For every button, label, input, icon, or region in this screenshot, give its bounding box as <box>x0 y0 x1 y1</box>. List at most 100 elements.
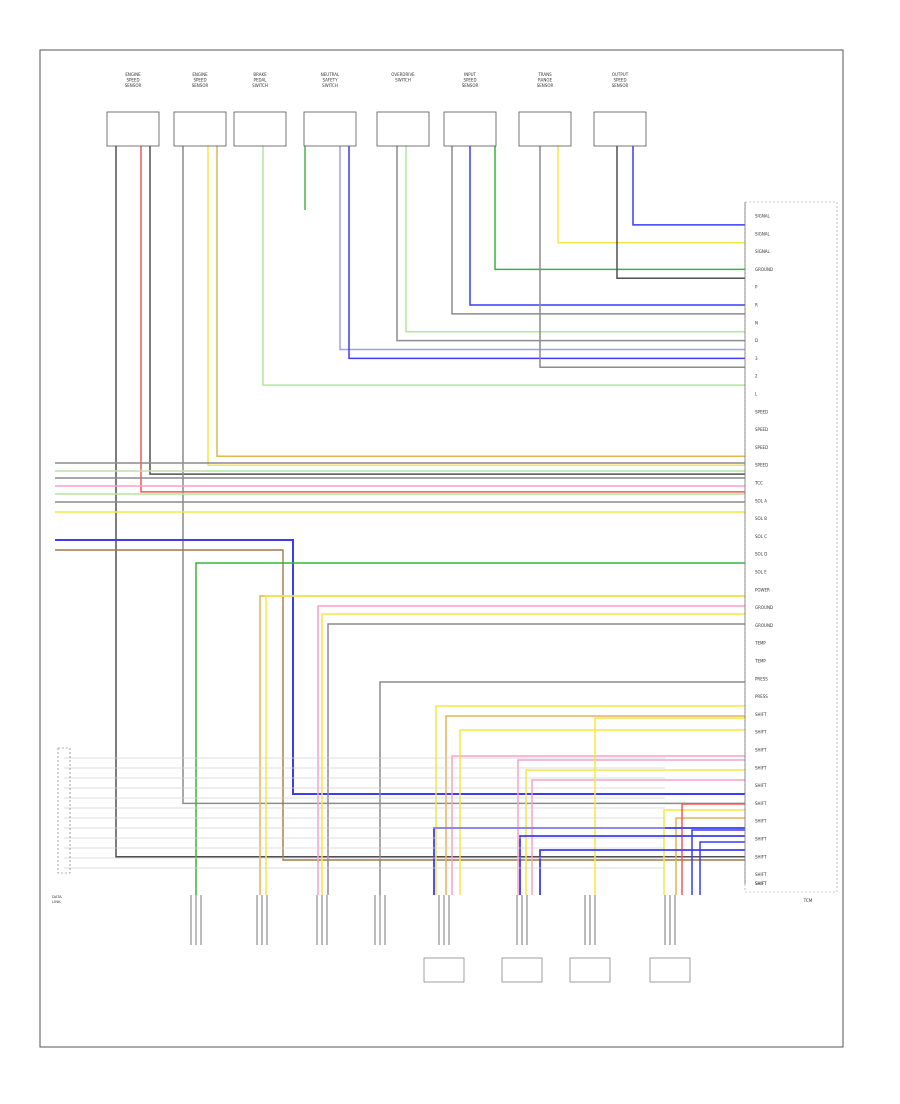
component-label: BRAKE <box>253 72 267 77</box>
tcm-label: TCM <box>803 898 813 903</box>
tcm-pin-label: SHIFT <box>755 765 767 770</box>
component-label: PEDAL <box>254 78 268 83</box>
tcm-pin-label: 3 <box>755 356 758 361</box>
tcm-pin-label: L <box>755 392 758 397</box>
wire-top-to-tcm <box>539 146 745 369</box>
wire-blue-long <box>55 539 745 795</box>
component-body <box>106 111 160 147</box>
wire-top-to-tcm <box>216 146 745 458</box>
tcm-pin-label: PRESS <box>755 694 768 699</box>
tcm-pin-label: SOL D <box>755 552 767 557</box>
wire-top-to-tcm <box>115 146 745 858</box>
component-label: SPEED <box>613 78 626 83</box>
wire-top-to-tcm <box>616 146 745 280</box>
wire-bottom-to-tcm <box>317 605 745 895</box>
tcm-pin-label: PRESS <box>755 676 768 681</box>
tcm-pin-label: POWER <box>755 587 770 592</box>
component-label: ENGINE <box>125 72 141 77</box>
tcm-pin-label: SOL C <box>755 534 767 539</box>
component-label: SENSOR <box>192 83 209 88</box>
tcm-pin-label: SHIFT <box>755 881 767 886</box>
tcm-pin-label: SOL E <box>755 570 767 575</box>
component-body <box>501 957 543 983</box>
wire-top-to-tcm <box>182 146 745 805</box>
tcm-pin-label: D <box>755 338 758 343</box>
wire-top-to-tcm <box>451 146 745 315</box>
wire-blue-sensor <box>519 835 745 895</box>
wire-top-to-tcm <box>339 146 745 351</box>
wire-bottom-to-tcm <box>691 829 745 895</box>
component-label: SWITCH <box>395 78 411 83</box>
wire-top-to-tcm <box>469 146 745 306</box>
component-label: NEUTRAL <box>321 72 340 77</box>
tcm-pin-label: R <box>755 303 758 308</box>
tcm-pin-label: SHIFT <box>755 712 767 717</box>
component-body <box>518 111 572 147</box>
tcm-pin-label: SPEED <box>755 427 768 432</box>
tcm-pin-label: GROUND <box>755 605 773 610</box>
component-label: INPUT <box>464 72 477 77</box>
tcm-pin-label: SHIFT <box>755 854 767 859</box>
tcm-pin-label: GROUND <box>755 623 773 628</box>
component-body <box>303 111 357 147</box>
component-label: TRANS <box>537 72 552 77</box>
component-label: OVERDRIVE <box>391 72 415 77</box>
component-body <box>593 111 647 147</box>
tcm-pin-label: SPEED <box>755 445 768 450</box>
wire-bottom-to-tcm <box>681 803 745 895</box>
component-label: SWITCH <box>322 83 338 88</box>
component-body <box>376 111 430 147</box>
tcm-pin-label: SHIFT <box>755 837 767 842</box>
wire-brown-long <box>55 549 745 861</box>
wire-bottom-to-tcm <box>675 817 745 895</box>
labels-layer: SIGNALSIGNALSIGNALGROUNDPRND32LSPEEDSPEE… <box>52 72 813 904</box>
wire-top-to-tcm <box>632 146 745 226</box>
tcm-pin-label: SOL B <box>755 516 767 521</box>
tcm-box <box>744 201 838 893</box>
wire-bottom-to-tcm <box>594 717 745 895</box>
wire-bottom-to-tcm <box>525 769 745 895</box>
wire-bottom-to-tcm <box>451 755 745 895</box>
tcm-pin-label: SHIFT <box>755 783 767 788</box>
tcm-pin-label: TCC <box>754 481 763 486</box>
component-body <box>443 111 497 147</box>
component-body <box>649 957 691 983</box>
wire-top-to-tcm <box>140 146 745 493</box>
wire-bottom-to-tcm <box>195 562 745 895</box>
left-connector-label: LINK <box>52 899 61 904</box>
wire-top-to-tcm <box>405 146 745 333</box>
component-body <box>233 111 287 147</box>
wire-top-to-tcm <box>557 146 745 244</box>
tcm-pin-label: SPEED <box>755 463 768 468</box>
tcm-pin-label: TEMP <box>754 659 766 664</box>
wire-bottom-to-tcm <box>663 809 745 895</box>
tcm-pin-label: N <box>755 320 758 325</box>
component-body <box>569 957 611 983</box>
wire-top-to-tcm <box>149 146 745 475</box>
wire-bottom-to-tcm <box>445 715 745 895</box>
component-label: SENSOR <box>537 83 554 88</box>
wire-bottom-to-tcm <box>517 759 745 895</box>
wire-bottom-to-tcm <box>699 841 745 895</box>
tcm-pin-label: SHIFT <box>755 819 767 824</box>
component-label: SAFETY <box>322 78 338 83</box>
component-label: OUTPUT <box>612 72 629 77</box>
tcm-pin-label: GROUND <box>755 267 773 272</box>
tcm-pin-label: TEMP <box>754 641 766 646</box>
component-label: RANGE <box>538 78 552 83</box>
tcm-pin-label: SHIFT <box>755 748 767 753</box>
component-body <box>173 111 227 147</box>
tcm-pin-label: SIGNAL <box>755 231 771 236</box>
tcm-pin-label: P <box>755 285 758 290</box>
wire-top-to-tcm <box>348 146 745 360</box>
component-label: ENGINE <box>192 72 208 77</box>
wire-top-to-tcm <box>396 146 745 342</box>
diagram-frame <box>39 49 844 1048</box>
tcm-pin-label: SIGNAL <box>755 249 771 254</box>
wire-top-to-tcm <box>207 146 745 466</box>
tcm-pin-label: SHIFT <box>755 801 767 806</box>
tcm-pin-label: SIGNAL <box>755 214 771 219</box>
component-label: SPEED <box>193 78 206 83</box>
